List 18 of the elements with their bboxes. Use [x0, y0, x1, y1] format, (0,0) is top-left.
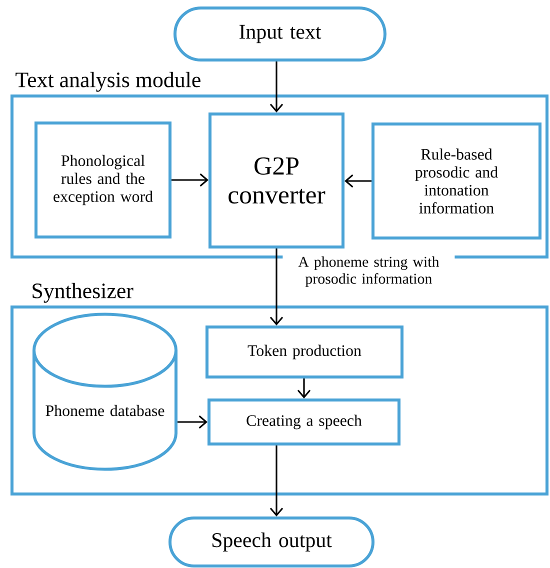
- database-cylinder: Phoneme database: [32, 312, 178, 471]
- process-box: G2P converter: [208, 112, 344, 248]
- arrow: [270, 62, 284, 112]
- arrow: [344, 174, 372, 188]
- arrow: [172, 173, 208, 187]
- process-box: Creating a speech: [208, 398, 400, 446]
- arrow: [297, 378, 311, 398]
- node-label: Synthesizer: [32, 282, 134, 303]
- arrow: [178, 415, 208, 429]
- process-box: Phonological rules and the exception word: [34, 122, 172, 238]
- edge-label: A phoneme string with prosodic information: [282, 255, 455, 288]
- arrow: [270, 248, 284, 326]
- terminal-box: Input text: [174, 6, 386, 62]
- arrow: [270, 446, 284, 516]
- node-label: Text analysis module: [16, 72, 200, 92]
- process-box: Token production: [206, 326, 404, 378]
- terminal-box: Speech output: [168, 516, 374, 568]
- process-box: Rule-based prosodic and intonation information: [372, 122, 542, 240]
